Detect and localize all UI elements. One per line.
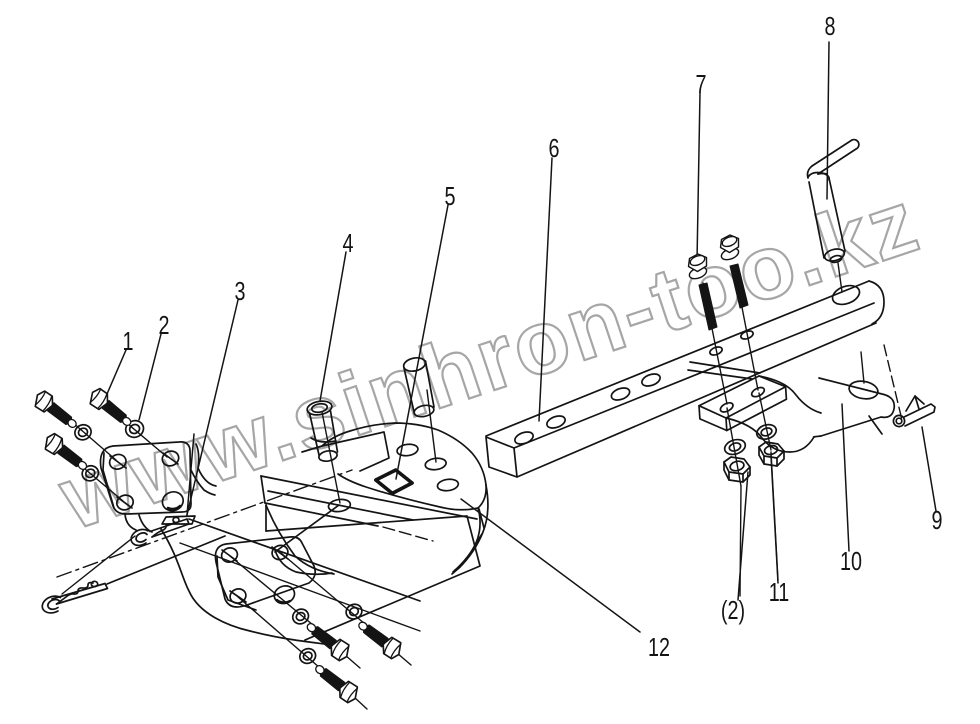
svg-text:9: 9 bbox=[932, 505, 943, 534]
svg-text:5: 5 bbox=[445, 181, 456, 210]
svg-text:12: 12 bbox=[648, 632, 670, 661]
svg-text:4: 4 bbox=[343, 228, 354, 257]
svg-text:6: 6 bbox=[549, 133, 560, 162]
svg-text:8: 8 bbox=[825, 11, 836, 40]
svg-text:1: 1 bbox=[123, 326, 134, 355]
svg-text:7: 7 bbox=[696, 69, 707, 98]
svg-text:11: 11 bbox=[769, 577, 790, 606]
svg-text:(2): (2) bbox=[721, 595, 745, 624]
svg-text:3: 3 bbox=[235, 276, 246, 305]
svg-text:2: 2 bbox=[159, 310, 170, 339]
svg-text:10: 10 bbox=[840, 546, 862, 575]
